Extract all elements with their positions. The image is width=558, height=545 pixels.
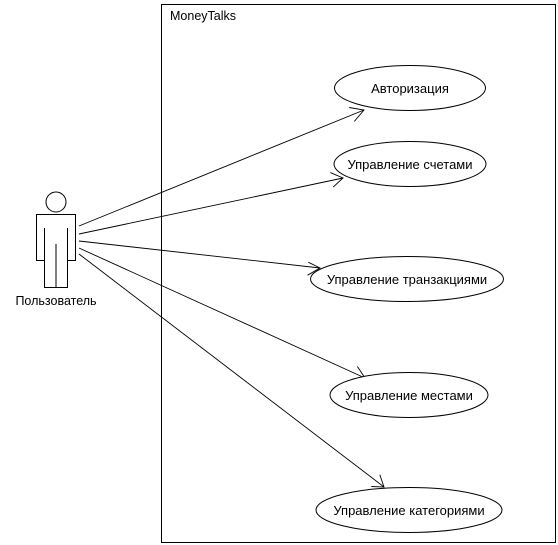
use-case-places[interactable]: Управление местами	[329, 372, 489, 418]
use-case-label: Управление местами	[345, 388, 473, 403]
use-case-accounts[interactable]: Управление счетами	[333, 141, 487, 187]
use-case-transactions[interactable]: Управление транзакциями	[310, 256, 504, 302]
association-categories	[78, 253, 385, 488]
use-case-categories[interactable]: Управление категориями	[315, 487, 503, 533]
use-case-label: Авторизация	[371, 81, 449, 96]
use-case-label: Управление транзакциями	[327, 272, 487, 287]
use-case-ellipse	[315, 487, 503, 533]
use-case-ellipse	[310, 256, 504, 302]
system-boundary	[161, 4, 556, 543]
use-case-ellipse	[333, 141, 487, 187]
actor-figure	[36, 191, 76, 288]
association-authorization	[78, 107, 365, 227]
use-case-label: Управление категориями	[333, 503, 484, 518]
use-case-label: Управление счетами	[347, 157, 472, 172]
actor-head	[45, 191, 67, 213]
association-transactions	[78, 240, 321, 276]
use-case-ellipse	[334, 65, 486, 111]
associations	[78, 107, 385, 488]
actor-name: Пользователь	[15, 294, 96, 308]
system-name: MoneyTalks	[170, 9, 236, 23]
association-accounts	[78, 172, 344, 235]
use-case-authorization[interactable]: Авторизация	[334, 65, 486, 111]
use-case-ellipse	[329, 372, 489, 418]
